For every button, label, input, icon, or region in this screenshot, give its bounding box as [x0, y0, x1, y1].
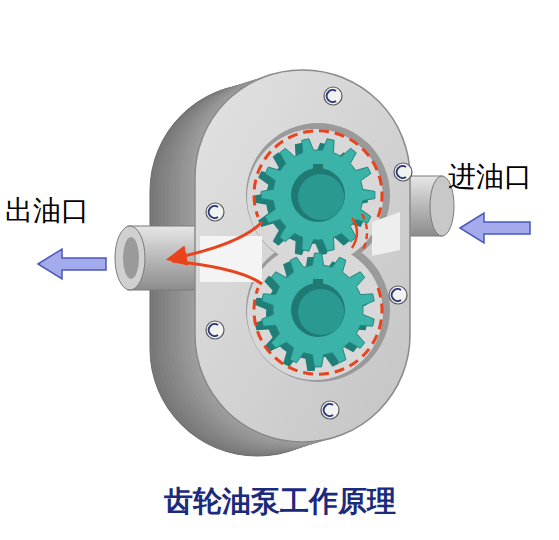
keyway — [313, 279, 323, 287]
bolt-hole — [324, 87, 342, 105]
oil-flow — [170, 131, 382, 375]
bolt-head — [324, 404, 333, 416]
flow-arrow — [170, 222, 262, 259]
inlet-passage — [372, 212, 400, 256]
gear-bore — [291, 168, 345, 222]
bolt-head — [392, 289, 401, 301]
bolt-hole — [389, 286, 407, 304]
direction-arrow — [38, 249, 106, 279]
port-label: 进油口 — [448, 160, 532, 194]
housing-face — [195, 70, 410, 442]
pipe-end — [115, 226, 145, 290]
bolt-hole — [206, 203, 224, 221]
cavity — [246, 123, 390, 267]
port-label: 出油口 — [5, 194, 89, 228]
gear-bore-inner — [298, 174, 344, 220]
flow-line — [352, 218, 357, 248]
flow-line — [362, 214, 367, 252]
bolt-head — [209, 324, 218, 336]
bolt-head — [209, 206, 218, 218]
direction-arrow — [460, 213, 530, 243]
cavity-floor — [247, 244, 383, 380]
housing-layer — [195, 70, 410, 442]
gear-bore — [291, 283, 345, 337]
front-plate — [195, 70, 410, 442]
gears — [254, 139, 375, 371]
bolt-hole — [394, 163, 412, 181]
gear — [261, 139, 375, 252]
direction-arrows — [38, 213, 530, 279]
bolt-head — [397, 166, 406, 178]
flow-line — [254, 131, 382, 217]
flow-line — [254, 288, 382, 374]
bolt-head — [327, 90, 336, 102]
keyway — [313, 164, 323, 172]
cavity — [246, 238, 390, 382]
caption: 齿轮油泵工作原理 — [164, 484, 396, 519]
gear-bore-inner — [298, 289, 344, 335]
bolts — [206, 87, 412, 419]
pipe-bore — [123, 237, 139, 279]
bolt-hole — [206, 321, 224, 339]
housing — [150, 70, 410, 456]
gear — [262, 253, 375, 367]
flow-line — [172, 261, 262, 284]
bolt-hole — [321, 401, 339, 419]
